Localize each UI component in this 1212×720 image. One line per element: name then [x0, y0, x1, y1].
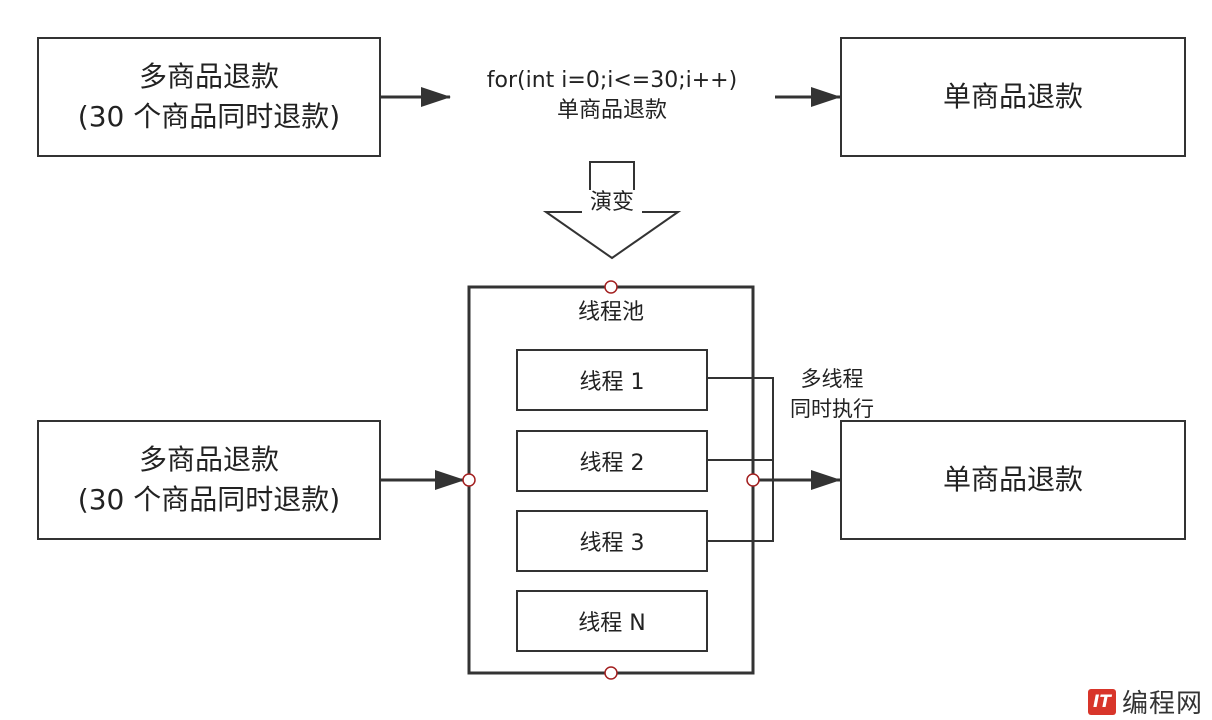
- bottom-multi-refund-line1: 多商品退款: [138, 443, 279, 476]
- multi-thread-line1: 多线程: [800, 367, 864, 391]
- top-single-refund-box: 单商品退款: [840, 37, 1186, 157]
- thread-box-2: 线程 2: [516, 430, 708, 492]
- bottom-multi-refund-line2: (30 个商品同时退款): [77, 483, 341, 516]
- watermark-mark: IT: [1088, 688, 1116, 715]
- loop-code: for(int i=0;i<=30;i++): [486, 68, 738, 93]
- thread-label-n: 线程 N: [578, 611, 646, 636]
- multi-thread-line2: 同时执行: [790, 397, 874, 421]
- thread-pool-title: 线程池: [577, 300, 644, 325]
- top-multi-refund-line2: (30 个商品同时退款): [77, 100, 341, 133]
- handle-right: [746, 473, 760, 487]
- bottom-single-refund-box: 单商品退款: [840, 420, 1186, 540]
- bottom-single-refund-label: 单商品退款: [942, 463, 1083, 496]
- watermark-logo: IT 编程网: [1088, 683, 1203, 720]
- top-multi-refund-line1: 多商品退款: [138, 60, 279, 93]
- loop-body: 单商品退款: [556, 98, 667, 123]
- handle-top: [604, 280, 618, 294]
- top-multi-refund-box: 多商品退款 (30 个商品同时退款): [37, 37, 381, 157]
- thread-box-1: 线程 1: [516, 349, 708, 411]
- watermark-text: 编程网: [1122, 689, 1204, 719]
- handle-bottom: [604, 666, 618, 680]
- bottom-multi-refund-box: 多商品退款 (30 个商品同时退款): [37, 420, 381, 540]
- thread-label-3: 线程 3: [579, 531, 645, 556]
- handle-left: [462, 473, 476, 487]
- loop-text: for(int i=0;i<=30;i++) 单商品退款: [462, 66, 762, 126]
- evolve-label: 演变: [582, 190, 642, 216]
- thread-label-1: 线程 1: [579, 370, 645, 395]
- top-single-refund-label: 单商品退款: [942, 80, 1083, 113]
- thread-box-n: 线程 N: [516, 590, 708, 652]
- thread-box-3: 线程 3: [516, 510, 708, 572]
- multi-thread-label: 多线程 同时执行: [772, 364, 892, 424]
- thread-label-2: 线程 2: [579, 451, 645, 476]
